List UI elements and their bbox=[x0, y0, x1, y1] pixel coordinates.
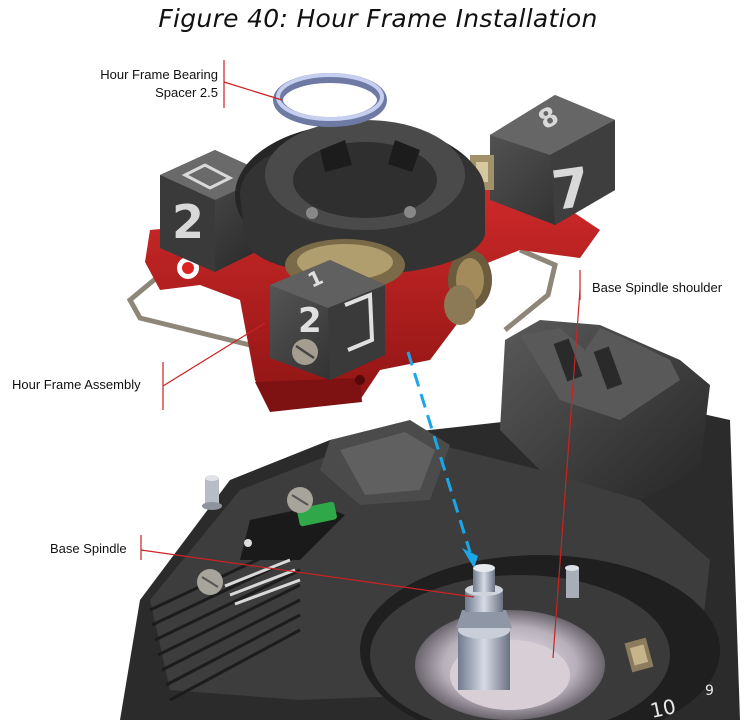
left-block-digit: 2 bbox=[172, 195, 204, 249]
right-digit-block: 7 8 bbox=[470, 95, 615, 225]
leader-shoulder bbox=[552, 289, 581, 659]
installation-guide-arrow bbox=[406, 351, 478, 568]
leader-spacer bbox=[223, 81, 283, 101]
base-pin-left bbox=[202, 475, 222, 510]
callout-bearing-spacer-line1: Hour Frame Bearing bbox=[100, 67, 218, 82]
shoulder-pin bbox=[565, 565, 579, 598]
callout-hour-frame-assembly: Hour Frame Assembly bbox=[12, 377, 141, 392]
base-corner-digit-small: 9 bbox=[705, 683, 714, 699]
base-spindle-shape bbox=[456, 564, 512, 690]
base-ribs bbox=[149, 538, 301, 702]
bearing-spacer-ring bbox=[273, 73, 387, 127]
center-block-digit: 2 bbox=[298, 301, 322, 341]
base-corner-digit: 10 bbox=[648, 694, 678, 720]
figure-caption: Figure 40: Hour Frame Installation bbox=[158, 4, 598, 33]
callout-leaders bbox=[140, 60, 581, 659]
center-digit-block: 2 1 bbox=[270, 260, 385, 380]
base-gear-right bbox=[624, 637, 654, 673]
callout-bearing-spacer-line2: Spacer 2.5 bbox=[155, 85, 218, 100]
right-block-digit: 7 bbox=[548, 155, 594, 223]
frame-wire bbox=[126, 247, 558, 348]
frame-gear bbox=[444, 250, 492, 325]
center-housing bbox=[235, 120, 485, 291]
leader-assembly bbox=[162, 322, 266, 387]
contact-plate bbox=[197, 487, 345, 606]
leader-spindle bbox=[140, 549, 475, 598]
callout-base-spindle-shoulder: Base Spindle shoulder bbox=[592, 280, 723, 295]
callout-base-spindle: Base Spindle bbox=[50, 541, 127, 556]
callout-bearing-spacer: Hour Frame Bearing Spacer 2.5 bbox=[60, 66, 218, 102]
